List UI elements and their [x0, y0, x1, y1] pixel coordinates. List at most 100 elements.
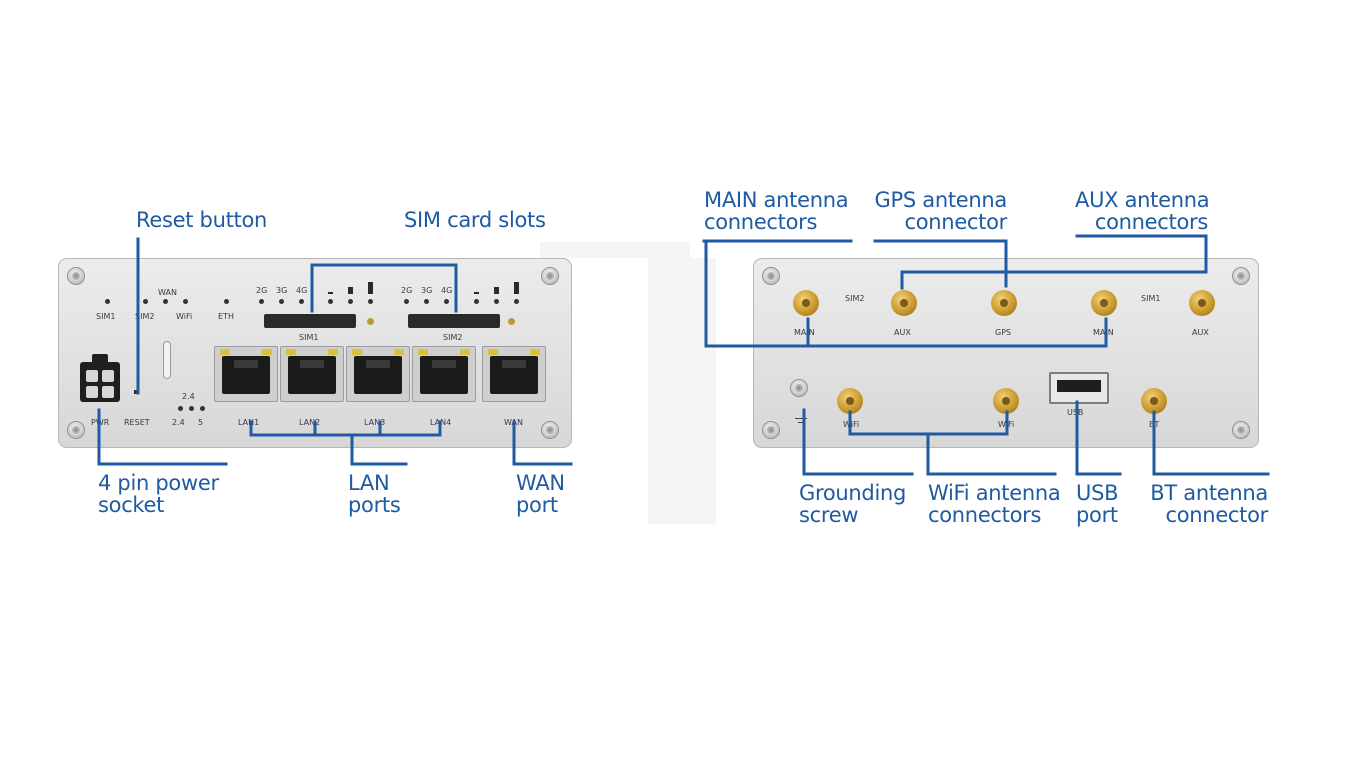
signal-led	[514, 299, 519, 304]
ground-symbol-icon	[795, 418, 807, 419]
sim2-led-label: SIM2	[135, 312, 155, 321]
network-2g-label: 2G	[401, 286, 413, 295]
screw-icon	[68, 422, 84, 438]
aux-antenna-callout: AUX antenna connectors	[1075, 188, 1210, 234]
network-led	[404, 299, 409, 304]
gps-antenna-callout: GPS antenna connector	[874, 188, 1008, 234]
wan-leader-line	[512, 420, 573, 466]
sim1-led	[105, 299, 110, 304]
main-antenna-connector[interactable]	[1091, 288, 1117, 318]
wifi-leader-line	[848, 410, 1057, 476]
screw-icon	[1233, 268, 1249, 284]
main-antenna-callout: MAIN antenna connectors	[704, 188, 849, 234]
sim1-label: SIM1	[1141, 294, 1161, 303]
wifi-band-label: 2.4	[182, 392, 195, 401]
wifi-antenna-callout: WiFi antenna connectors	[928, 481, 1061, 527]
power-socket[interactable]	[80, 354, 120, 402]
sim-slots-leader-line	[310, 263, 458, 313]
watermark-bar	[540, 242, 690, 258]
screw-icon	[68, 268, 84, 284]
signal-bar-icon	[348, 287, 353, 294]
grounding-screw-icon[interactable]	[791, 380, 807, 396]
wifi-band-led	[189, 406, 194, 411]
aux-label: AUX	[894, 328, 911, 337]
gps-leader-line	[873, 239, 1008, 288]
signal-led	[368, 299, 373, 304]
screw-icon	[542, 268, 558, 284]
ground-symbol-icon	[798, 422, 804, 423]
network-3g-label: 3G	[421, 286, 433, 295]
signal-led	[348, 299, 353, 304]
lan-leader-stem	[313, 420, 408, 466]
wifi-led	[183, 299, 188, 304]
sim-card-slots-callout: SIM card slots	[404, 208, 546, 232]
reset-button-callout: Reset button	[136, 208, 268, 232]
main-label: MAIN	[1093, 328, 1114, 337]
sim-eject-icon	[508, 318, 515, 325]
sim2-label: SIM2	[845, 294, 865, 303]
wan-led	[163, 299, 168, 304]
wifi-antenna-connector[interactable]	[993, 386, 1019, 416]
network-led	[279, 299, 284, 304]
lan-leader-line	[249, 420, 442, 437]
grounding-screw-callout: Grounding screw	[799, 481, 907, 527]
eth-led-label: ETH	[218, 312, 234, 321]
aux-antenna-connector[interactable]	[1189, 288, 1215, 318]
screw-icon	[1233, 422, 1249, 438]
bt-antenna-connector[interactable]	[1141, 386, 1167, 416]
screw-icon	[542, 422, 558, 438]
front-panel: SIM1 SIM2 WAN WiFi ETH 2G 3G 4G 2G 3G 4G…	[58, 258, 572, 448]
lan3-label: LAN3	[364, 418, 386, 427]
sim1-slot-label: SIM1	[299, 333, 319, 342]
main-antenna-connector[interactable]	[793, 288, 819, 318]
gps-label: GPS	[995, 328, 1012, 337]
network-led	[444, 299, 449, 304]
signal-bar-icon	[474, 292, 479, 294]
signal-bar-icon	[328, 292, 333, 294]
signal-bar-icon	[514, 282, 519, 294]
screw-icon	[763, 422, 779, 438]
main-leader-line	[702, 239, 1108, 348]
wan-led-label: WAN	[158, 288, 177, 297]
signal-bar-icon	[368, 282, 373, 294]
usb-leader-line	[1075, 400, 1122, 476]
usb-label: USB	[1067, 408, 1084, 417]
usb-port[interactable]	[1049, 372, 1109, 404]
eth-led	[224, 299, 229, 304]
aux-leader-line	[900, 234, 1208, 290]
power-socket-callout: 4 pin power socket	[98, 471, 219, 517]
gps-antenna-connector[interactable]	[991, 288, 1017, 318]
sim1-slot[interactable]	[264, 314, 356, 328]
network-led	[424, 299, 429, 304]
power-leader-line	[97, 408, 228, 466]
lan4-port[interactable]	[412, 346, 476, 402]
network-2g-label: 2G	[256, 286, 268, 295]
lan2-label: LAN2	[299, 418, 321, 427]
wifi-led-label: WiFi	[176, 312, 193, 321]
lan1-port[interactable]	[214, 346, 278, 402]
wifi-band-led	[200, 406, 205, 411]
signal-led	[328, 299, 333, 304]
bt-leader-line	[1152, 410, 1270, 476]
wan-port-callout: WAN port	[516, 471, 565, 517]
reset-label: RESET	[124, 418, 150, 427]
aux-antenna-connector[interactable]	[891, 288, 917, 318]
network-4g-label: 4G	[441, 286, 453, 295]
sim2-slot[interactable]	[408, 314, 500, 328]
signal-led	[494, 299, 499, 304]
sim1-led-label: SIM1	[96, 312, 116, 321]
screw-icon	[763, 268, 779, 284]
wan-port[interactable]	[482, 346, 546, 402]
lan2-port[interactable]	[280, 346, 344, 402]
wifi-band-label: 5	[198, 418, 204, 427]
lan3-port[interactable]	[346, 346, 410, 402]
lan1-label: LAN1	[238, 418, 260, 427]
main-label: MAIN	[794, 328, 815, 337]
wifi-antenna-connector[interactable]	[837, 386, 863, 416]
aux-label: AUX	[1192, 328, 1209, 337]
network-4g-label: 4G	[296, 286, 308, 295]
network-led	[259, 299, 264, 304]
reset-button[interactable]	[164, 342, 170, 378]
sim-eject-icon	[367, 318, 374, 325]
